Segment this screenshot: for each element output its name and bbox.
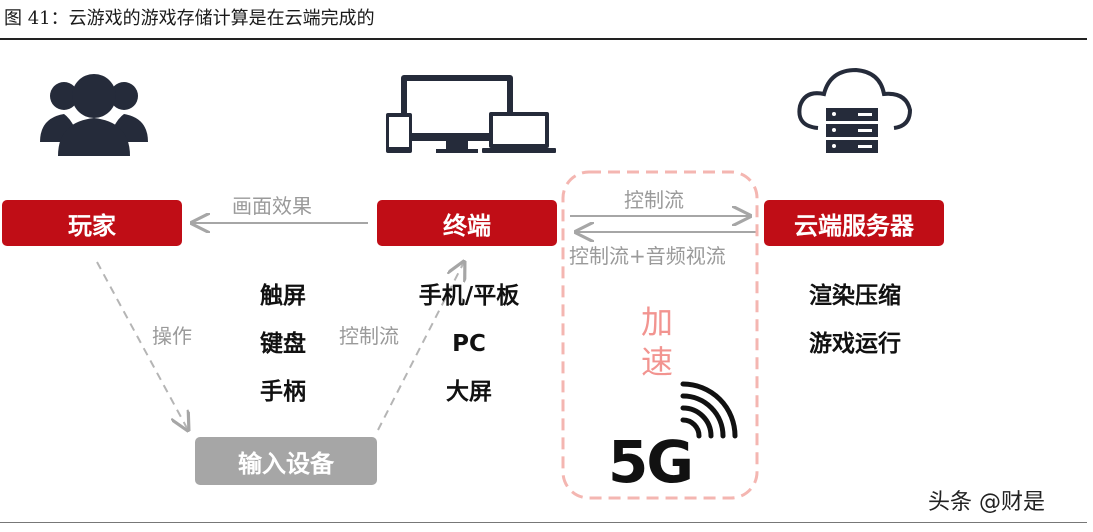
list-item: 渲染压缩 — [809, 283, 901, 309]
users-icon — [40, 74, 148, 156]
list-item: 游戏运行 — [809, 331, 901, 357]
list-item: 大屏 — [446, 379, 492, 405]
server-node: 云端服务器 — [764, 200, 944, 246]
server-task-list: 渲染压缩 游戏运行 — [797, 272, 913, 368]
top-rule — [0, 38, 1087, 40]
input-device-list: 触屏 键盘 手柄 — [248, 272, 318, 416]
list-item: 手机/平板 — [418, 283, 520, 309]
list-item: PC — [452, 331, 486, 357]
edge-label-picture-effect: 画面效果 — [232, 194, 312, 218]
accel-char: 速 — [641, 343, 674, 381]
list-item: 手柄 — [260, 379, 306, 405]
terminal-node: 终端 — [377, 200, 557, 246]
list-item: 触屏 — [260, 283, 306, 309]
bottom-rule — [0, 522, 1087, 523]
edge-label-control-flow-up: 控制流 — [624, 188, 684, 212]
terminal-list: 手机/平板 PC 大屏 — [405, 272, 533, 416]
figure-caption: 图 41：云游戏的游戏存储计算是在云端完成的 — [4, 8, 375, 29]
watermark: 头条 @财是 — [928, 490, 1045, 515]
edge-label-operate: 操作 — [152, 324, 192, 348]
list-item: 键盘 — [260, 331, 306, 357]
input-device-node: 输入设备 — [195, 437, 377, 485]
edge-label-control-av-flow: 控制流+音频视流 — [569, 244, 726, 268]
cloud-server-icon — [797, 67, 913, 153]
accel-char: 加 — [641, 303, 674, 341]
5g-label: 5G — [608, 428, 694, 496]
edge-label-control-flow: 控制流 — [339, 324, 399, 348]
accel-label: 加 速 — [641, 302, 673, 382]
signal-icon — [680, 381, 738, 439]
player-node: 玩家 — [2, 200, 182, 246]
devices-icon — [386, 75, 556, 153]
